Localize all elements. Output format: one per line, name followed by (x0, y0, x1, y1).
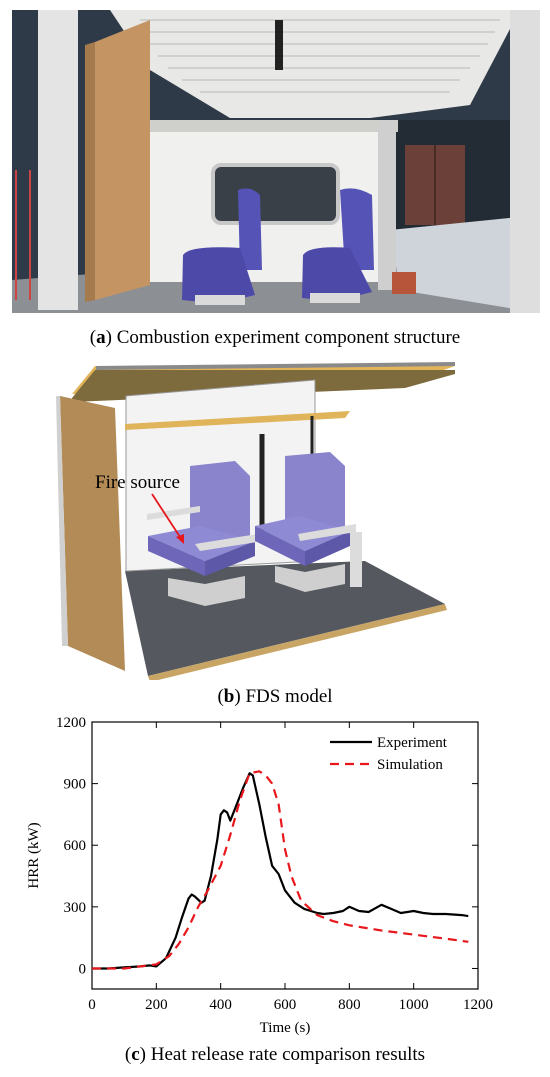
x-tick-label: 0 (88, 997, 96, 1013)
seat-model-right (255, 452, 362, 592)
y-axis-label: HRR (kW) (26, 822, 42, 888)
fire-source-label: Fire source (95, 472, 180, 493)
seat-left (182, 188, 262, 305)
x-tick-label: 400 (209, 997, 232, 1013)
y-tick-label: 1200 (56, 715, 86, 731)
legend-label-experiment: Experiment (377, 735, 448, 751)
panel-a-photo (0, 0, 550, 322)
fds-model-render: Fire source (56, 362, 455, 682)
seat-model-left (147, 461, 257, 606)
panel-b-model: Fire source (0, 356, 550, 682)
legend-label-simulation: Simulation (377, 757, 443, 773)
x-tick-label: 1200 (463, 997, 493, 1013)
y-tick-label: 600 (64, 838, 87, 854)
fire-source-arrowhead (176, 534, 184, 544)
x-tick-label: 1000 (399, 997, 429, 1013)
x-tick-label: 200 (145, 997, 168, 1013)
panel-a-caption: (a) Combustion experiment component stru… (89, 327, 461, 348)
x-tick-label: 600 (274, 997, 297, 1013)
panel-b-caption: (b) FDS model (217, 686, 333, 707)
y-tick-label: 0 (79, 961, 87, 977)
panel-c-caption: (c) Heat release rate comparison results (124, 1044, 426, 1065)
series-line-experiment (92, 772, 469, 970)
y-tick-label: 900 (64, 777, 87, 793)
y-tick-label: 300 (64, 900, 87, 916)
hrr-chart: 0 200 400 600 800 1000 1200 0 300 600 900 1200Time … (26, 715, 493, 1036)
fire-source-arrow (151, 493, 183, 541)
seat-right (302, 188, 374, 303)
x-axis-label: Time (s) (260, 1020, 311, 1036)
series-line-simulation (92, 770, 469, 970)
x-tick-label: 800 (338, 997, 361, 1013)
combustion-experiment-photo (12, 10, 540, 313)
